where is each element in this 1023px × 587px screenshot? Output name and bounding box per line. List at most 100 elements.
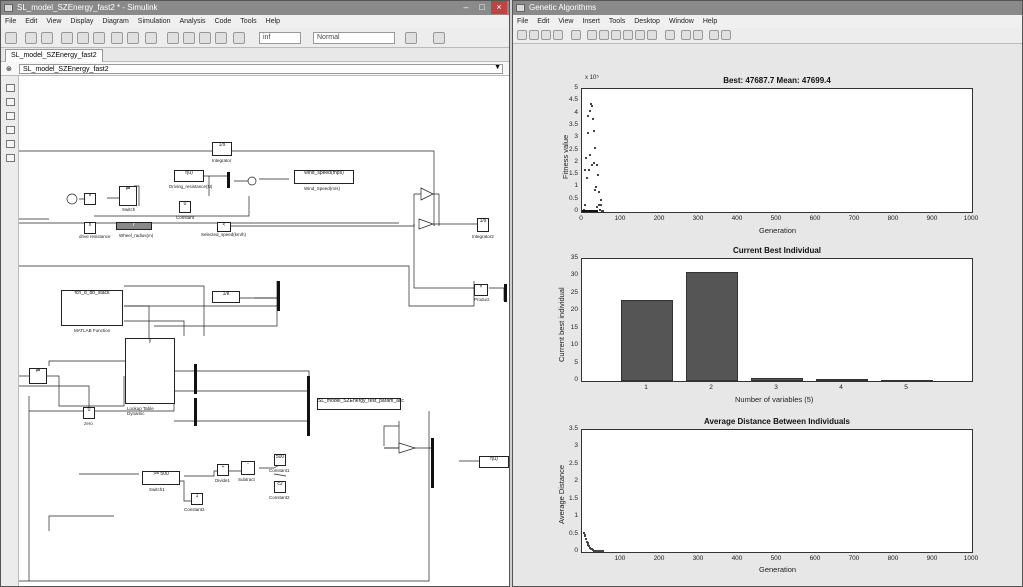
model-config-icon[interactable] — [127, 32, 139, 44]
fit-view-icon[interactable] — [6, 98, 15, 106]
simulation-mode-select[interactable]: Normal — [313, 32, 395, 44]
menu-diagram[interactable]: Diagram — [102, 18, 129, 25]
wheel-radius-block[interactable]: r — [116, 222, 152, 230]
product-block[interactable]: × — [474, 284, 488, 296]
ga-menu-window[interactable]: Window — [668, 18, 694, 25]
model-tab[interactable]: SL_model_SZEnergy_fast2 — [5, 49, 103, 62]
open-icon[interactable] — [25, 32, 37, 44]
plot1-axes[interactable] — [581, 88, 973, 213]
menu-file[interactable]: File — [5, 18, 17, 25]
menu-code[interactable]: Code — [214, 18, 232, 25]
pause-icon[interactable] — [199, 32, 211, 44]
forward-icon[interactable] — [77, 32, 89, 44]
menu-edit[interactable]: Edit — [25, 18, 38, 25]
ga-menu-view[interactable]: View — [558, 18, 574, 25]
integrator2-block[interactable]: 1/s — [477, 218, 489, 232]
path-dropdown-icon[interactable]: ▼ — [494, 64, 501, 71]
record-icon[interactable] — [233, 32, 245, 44]
step-back-icon[interactable] — [167, 32, 179, 44]
ga-pointer-icon[interactable] — [571, 30, 581, 40]
minimize-button[interactable]: – — [463, 2, 469, 12]
plot2-axes[interactable] — [581, 258, 973, 382]
hide-icon[interactable] — [6, 126, 15, 134]
up-icon[interactable] — [93, 32, 105, 44]
ga-datacursor-icon[interactable] — [635, 30, 645, 40]
gain-k-block[interactable]: 1/k — [212, 291, 240, 303]
plot1-point — [584, 169, 587, 172]
ga-print-icon[interactable] — [553, 30, 563, 40]
ga-open-icon[interactable] — [529, 30, 539, 40]
plot1-point — [599, 208, 602, 211]
integrator-block[interactable]: 1/s — [212, 142, 232, 156]
arrow-icon[interactable] — [6, 112, 15, 120]
ga-save-icon[interactable] — [541, 30, 551, 40]
stop-icon[interactable] — [215, 32, 227, 44]
library-browser-icon[interactable] — [111, 32, 123, 44]
subtract-block[interactable]: - — [241, 461, 255, 475]
drive-resistance-block[interactable]: × — [84, 193, 96, 205]
plot2-ytick-label: 30 — [570, 271, 578, 279]
wind-speed-block[interactable]: wind_speed(mps) — [294, 170, 354, 184]
out-gain-block[interactable]: f(u) — [479, 456, 509, 468]
switch1-block[interactable]: >= 500 — [142, 471, 180, 485]
run-icon[interactable] — [183, 32, 195, 44]
plot3-axes[interactable] — [581, 429, 973, 553]
menu-simulation[interactable]: Simulation — [137, 18, 171, 25]
wheel-radius-label: Wheel_radius(m) — [119, 233, 154, 238]
ga-menu-desktop[interactable]: Desktop — [634, 18, 660, 25]
switch-left-block[interactable]: ⇄ — [29, 368, 47, 384]
selected-speed-block[interactable]: < — [217, 222, 231, 232]
model-canvas[interactable]: 1/s Integrator f(u) Driving_resistance(N… — [19, 76, 509, 586]
ga-menu-file[interactable]: File — [517, 18, 529, 25]
back-icon[interactable] — [61, 32, 73, 44]
ga-rotate-icon[interactable] — [623, 30, 633, 40]
model-path-field[interactable]: SL_model_SZEnergy_fast2 — [19, 64, 503, 74]
matlab-function-block[interactable]: fcn_d_bb_stack — [61, 290, 123, 326]
ga-zoom-out-icon[interactable] — [599, 30, 609, 40]
ga-link-icon[interactable] — [665, 30, 675, 40]
constant1-block[interactable]: 500 — [274, 454, 286, 466]
model-explorer-icon[interactable] — [145, 32, 157, 44]
ga-legend-icon[interactable] — [693, 30, 703, 40]
ga-zoom-in-icon[interactable] — [587, 30, 597, 40]
image-icon[interactable] — [6, 154, 15, 162]
ga-new-icon[interactable] — [517, 30, 527, 40]
settings-icon[interactable] — [433, 32, 445, 44]
menu-help[interactable]: Help — [265, 18, 281, 25]
ga-colorbar-icon[interactable] — [681, 30, 691, 40]
menu-view[interactable]: View — [46, 18, 62, 25]
constant-block[interactable]: 0 — [179, 201, 191, 213]
plot1-xtick-label: 400 — [731, 215, 743, 222]
ga-menu-help[interactable]: Help — [702, 18, 718, 25]
stop-time-input[interactable]: inf — [259, 32, 301, 44]
maximize-button[interactable]: □ — [479, 2, 485, 12]
ga-dock-icon[interactable] — [721, 30, 731, 40]
menu-analysis[interactable]: Analysis — [179, 18, 206, 25]
ga-pan-icon[interactable] — [611, 30, 621, 40]
constant3-block[interactable]: 1 — [191, 493, 203, 505]
ga-menu-edit[interactable]: Edit — [537, 18, 550, 25]
constant2-block[interactable]: c2 — [274, 481, 286, 493]
lookup-table-block[interactable]: y — [125, 338, 175, 404]
ga-brush-icon[interactable] — [647, 30, 657, 40]
from-workspace-block[interactable]: SL_model_SZEnergy_test_param_acc — [317, 398, 404, 410]
hide-browser-icon[interactable]: ⊛ — [6, 66, 12, 73]
switch-block[interactable]: ⇄ — [119, 186, 137, 206]
menu-display[interactable]: Display — [70, 18, 94, 25]
plot1-ytick-label: 5 — [574, 84, 578, 91]
fcn-block[interactable]: f(u) — [174, 170, 204, 182]
zero-block[interactable]: 0 — [83, 407, 95, 419]
build-icon[interactable] — [405, 32, 417, 44]
simulink-toolbar: inf Normal — [1, 28, 509, 48]
save-icon[interactable] — [41, 32, 53, 44]
zoom-icon[interactable] — [6, 84, 15, 92]
annotation-icon[interactable] — [6, 140, 15, 148]
new-model-icon[interactable] — [5, 32, 17, 44]
menu-tools[interactable]: Tools — [240, 18, 257, 25]
ga-menu-tools[interactable]: Tools — [608, 18, 626, 25]
ga-hide-tools-icon[interactable] — [709, 30, 719, 40]
ga-menu-insert[interactable]: Insert — [582, 18, 600, 25]
divide-block[interactable]: ÷ — [217, 464, 229, 476]
drive-resistance-block-2[interactable]: x — [84, 222, 96, 234]
close-button[interactable]: × — [491, 1, 507, 14]
